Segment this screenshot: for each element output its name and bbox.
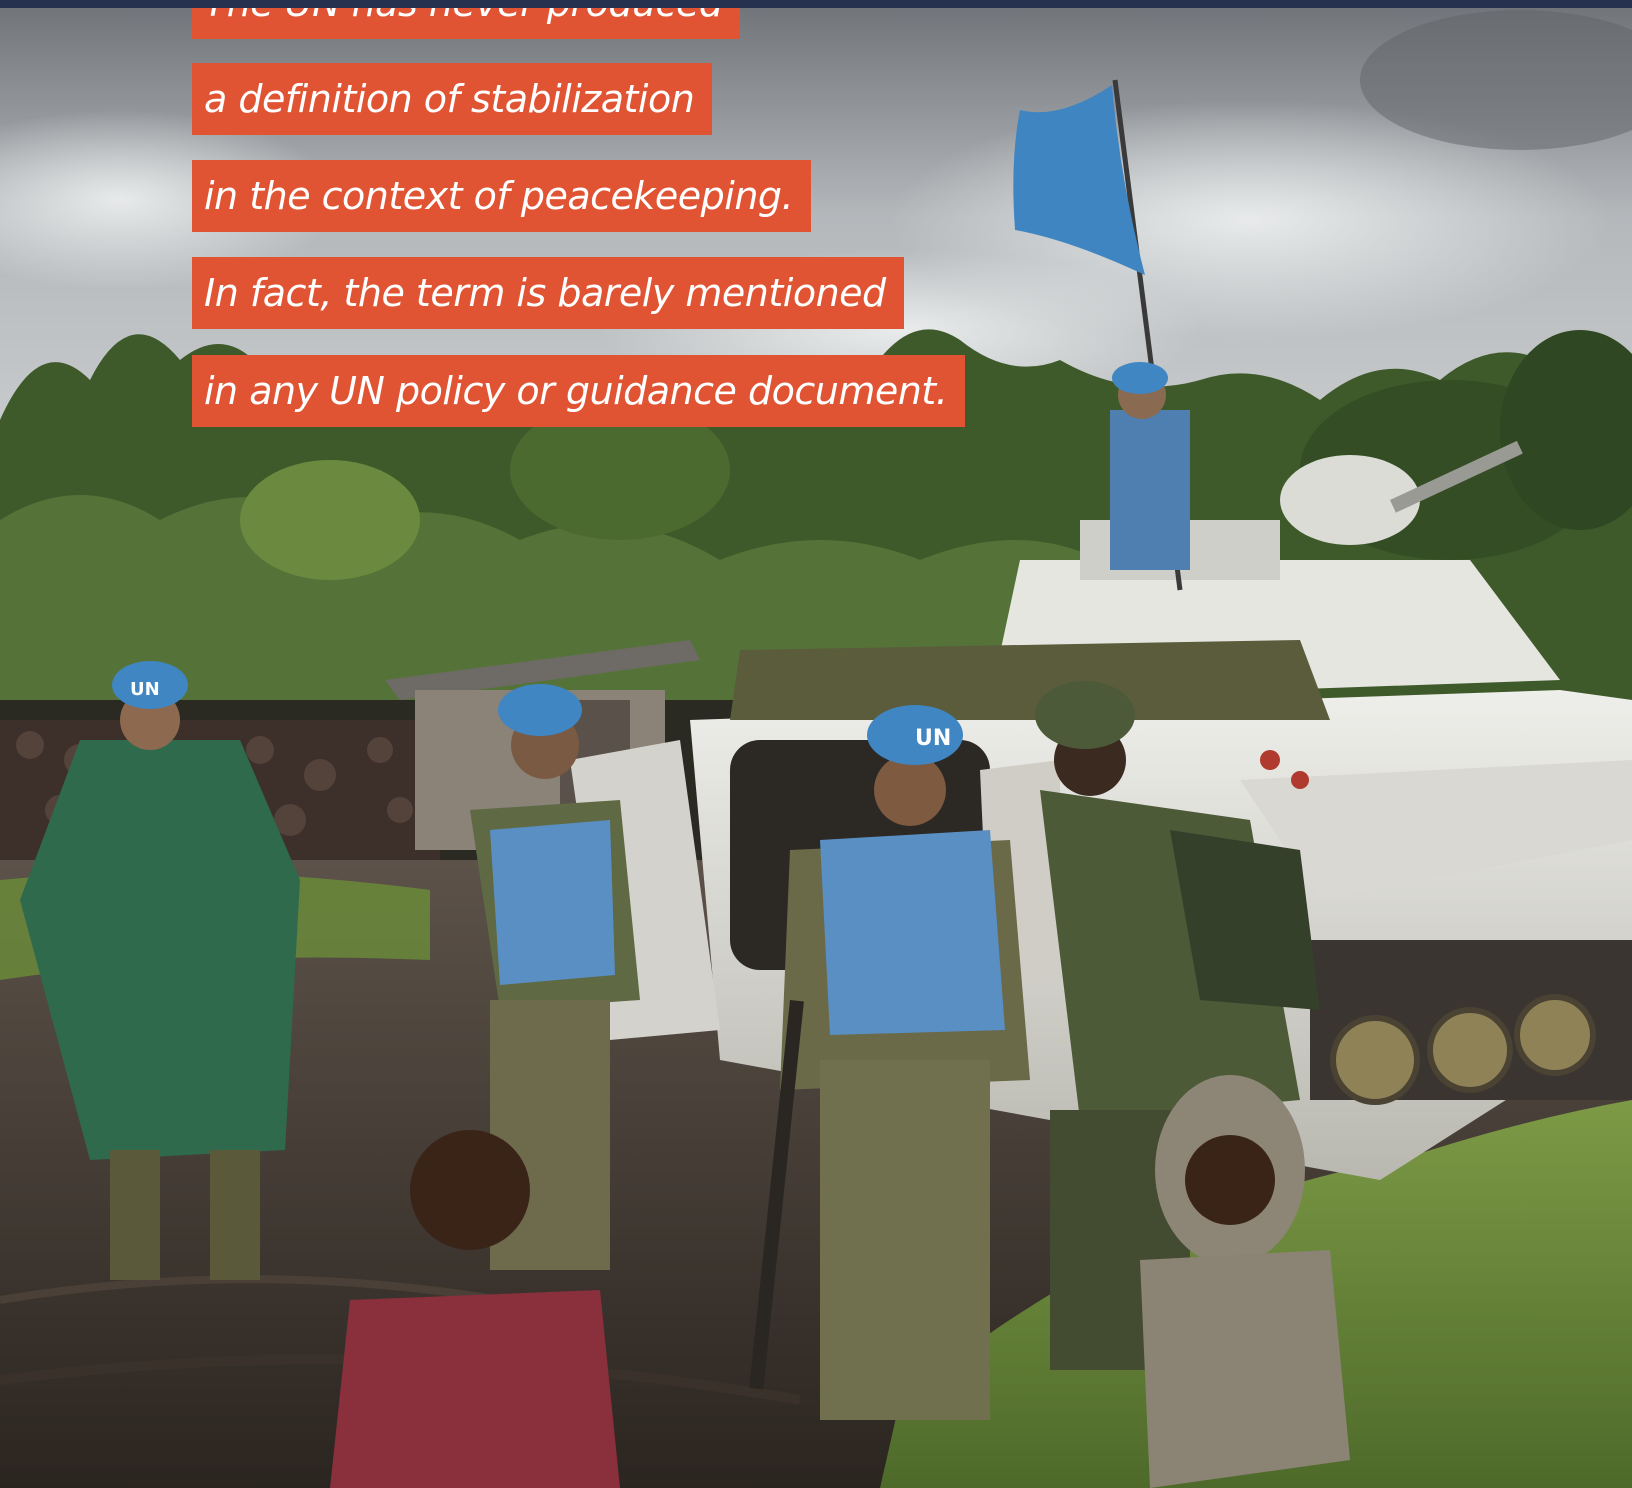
- child-hooded: [1140, 1075, 1350, 1488]
- svg-text:UN: UN: [915, 726, 951, 751]
- top-rule: [0, 0, 1632, 8]
- soldier-poncho: UN: [20, 661, 300, 1280]
- soldier-vest-left: [470, 684, 640, 1270]
- child-red-shirt: [330, 1130, 620, 1488]
- soldier-vest-center: UN: [749, 705, 1030, 1420]
- svg-text:UN: UN: [130, 679, 160, 700]
